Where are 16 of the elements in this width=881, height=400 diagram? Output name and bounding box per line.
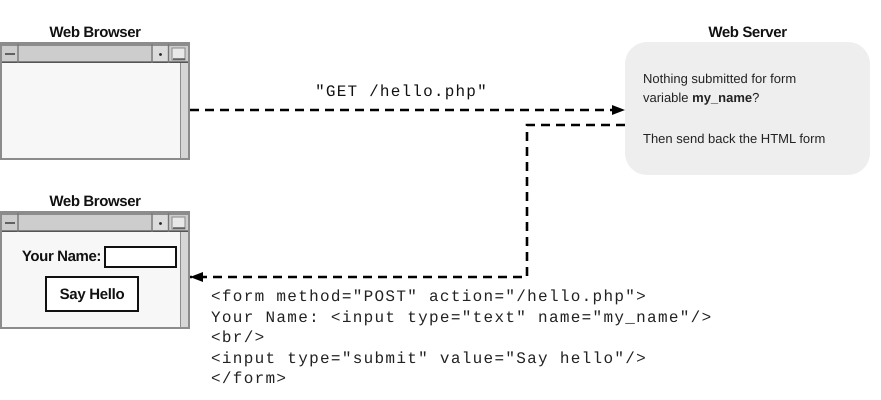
panel-text: Nothing submitted for form variable my_name? <box>643 70 798 107</box>
edge-label: "GET /hello.php" <box>315 83 488 101</box>
code-line: <br/> <box>211 328 266 348</box>
code-line: <form method="POST" action="/hello.php"> <box>211 287 648 308</box>
dashed-arrow <box>190 105 625 115</box>
panel-text: Then send back the HTML form <box>643 130 826 148</box>
code-line: <input type="submit" value="Say hello"/> <box>211 348 648 369</box>
input-field <box>104 246 177 268</box>
server-title: Web Server <box>708 24 787 41</box>
field-label: Your Name: <box>22 248 101 266</box>
code-line: </form> <box>211 369 288 390</box>
submit-button: Say Hello <box>45 276 139 312</box>
code-line: Your Name: <input type="text" name="my_name"/> <box>211 308 712 328</box>
window-title: Web Browser <box>49 24 141 41</box>
window-title: Web Browser <box>49 193 141 210</box>
dashed-arrow <box>190 124 625 282</box>
